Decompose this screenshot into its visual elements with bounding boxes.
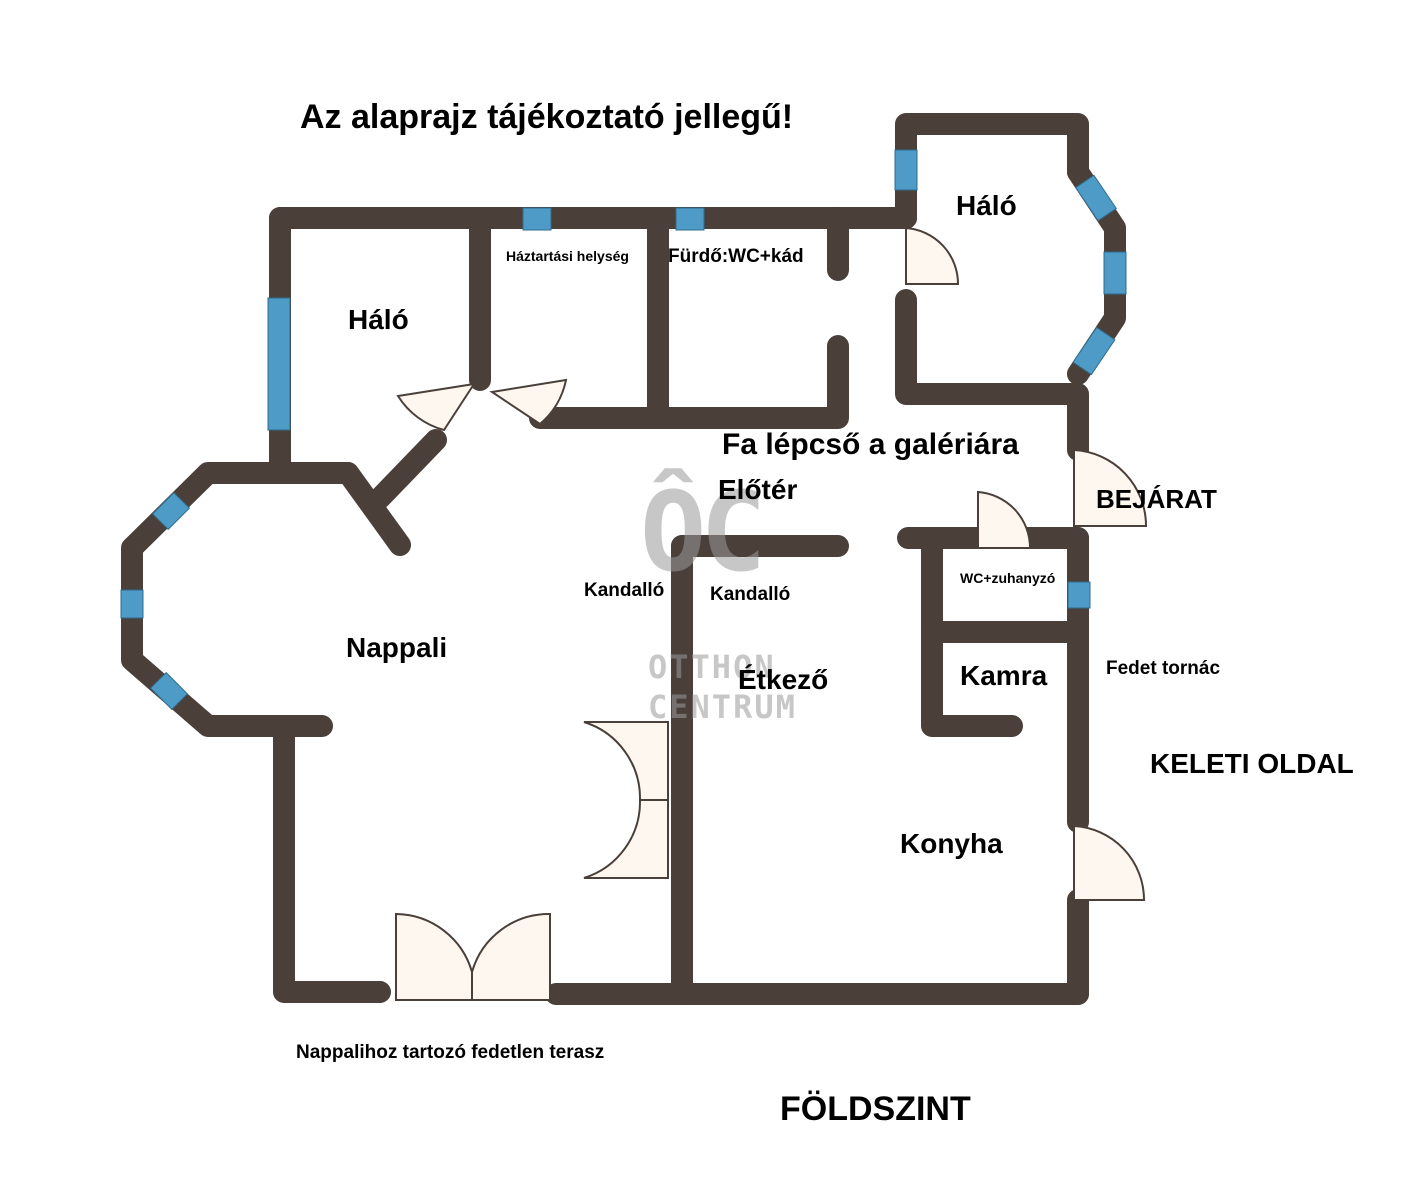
door-wc (977, 490, 1032, 549)
label-foldszint: FÖLDSZINT (780, 1090, 971, 1128)
label-terasz: Nappalihoz tartozó fedetlen terasz (296, 1042, 605, 1063)
label-furdo: Fürdő:WC+kád (668, 246, 804, 267)
door-fireplace-bottom (583, 799, 669, 879)
doors (395, 226, 1148, 1001)
label-kandallo-2: Kandalló (710, 584, 791, 605)
wall-hall-diagonal (369, 429, 447, 509)
label-kamra: Kamra (960, 660, 1048, 691)
window-living-nw (151, 491, 191, 531)
label-konyha: Konyha (900, 828, 1003, 859)
wall-living-diagonal (337, 462, 411, 556)
walls (121, 113, 1126, 1005)
watermark-line2: CENTRUM (648, 688, 797, 726)
door-entrance (1073, 448, 1148, 527)
window-utility (522, 207, 552, 231)
door-kitchen-east (1073, 824, 1146, 901)
label-stair: Fa lépcső a galériára (722, 428, 1019, 461)
window-bay-mid (1103, 251, 1127, 295)
wall-pantry-west (921, 537, 1023, 737)
door-terrace-right (471, 912, 551, 1001)
wall-living-south-west (273, 725, 391, 1003)
wall-bath-south (529, 335, 849, 429)
label-kandallo-1: Kandalló (584, 580, 665, 601)
window-north-bedroom-west (894, 149, 918, 191)
label-halo-north: Háló (956, 190, 1017, 221)
label-bejarat: BEJÁRAT (1096, 484, 1217, 514)
watermark-logo: ÔC (640, 468, 766, 596)
window-living-w (120, 589, 144, 619)
wall-north-bedroom-south (895, 289, 1089, 461)
window-wc (1067, 581, 1091, 609)
watermark-line1: OTTHON (648, 648, 776, 686)
door-fireplace-top (583, 721, 669, 801)
door-utility (489, 378, 568, 426)
label-eloter: Előtér (718, 474, 798, 505)
door-terrace-left (395, 912, 473, 1001)
label-keleti-oldal: KELETI OLDAL (1150, 748, 1354, 779)
label-haztartasi: Háztartási helység (506, 248, 629, 264)
door-west-bedroom (396, 382, 477, 432)
windows (120, 149, 1127, 711)
label-halo-west: Háló (348, 304, 409, 335)
door-north-bedroom (905, 226, 960, 285)
label-nappali: Nappali (346, 632, 448, 663)
window-west-bedroom (267, 297, 291, 431)
label-wc-zuhany: WC+zuhanyzó (960, 570, 1056, 586)
window-bay-top (1075, 174, 1117, 222)
label-etkezo: Étkező (738, 664, 829, 695)
page-title: Az alaprajz tájékoztató jellegű! (300, 98, 794, 136)
window-bay-low (1072, 326, 1116, 376)
window-bath (675, 207, 705, 231)
window-living-sw (149, 671, 189, 711)
label-fedett-tornac: Fedet tornác (1106, 658, 1221, 679)
